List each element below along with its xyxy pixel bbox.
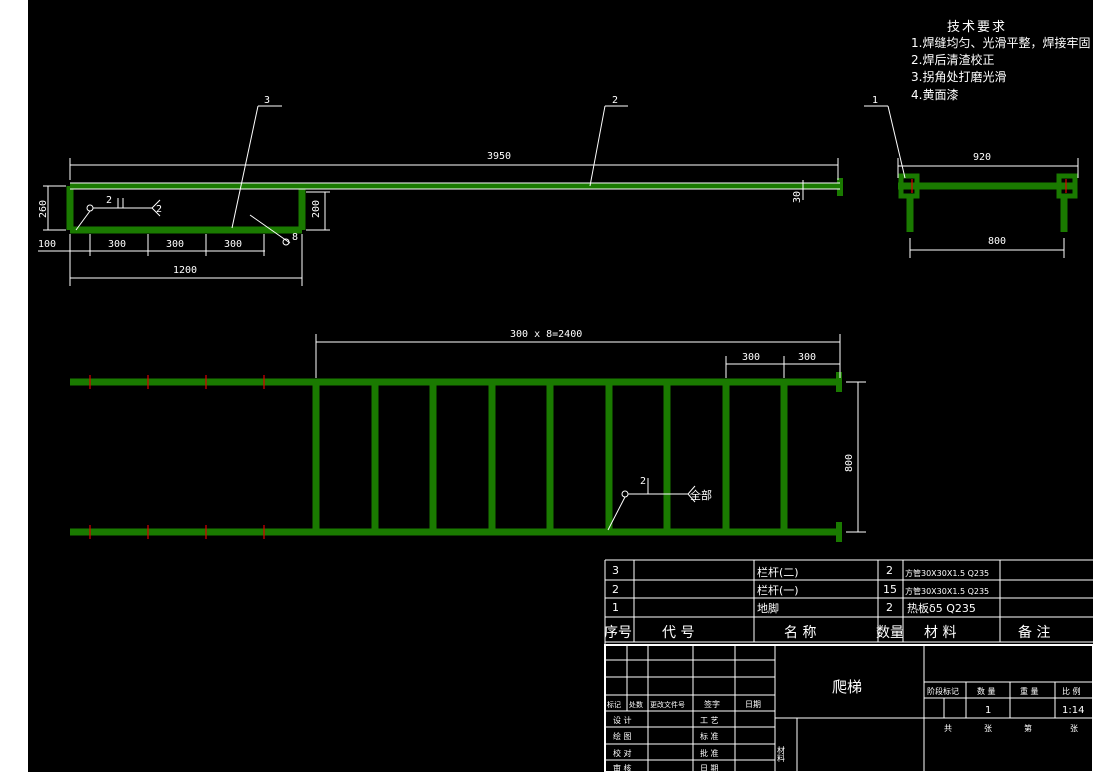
svg-text:阶段标记: 阶段标记 xyxy=(927,686,959,696)
svg-text:更改文件号: 更改文件号 xyxy=(650,700,685,709)
bom-row1-material: 热板δ5 Q235 xyxy=(907,601,976,615)
svg-text:张: 张 xyxy=(984,724,992,733)
tech-requirements-title: 技术要求 xyxy=(947,20,1008,35)
svg-text:比 例: 比 例 xyxy=(1062,686,1081,696)
bom-header-qty: 数量 xyxy=(876,625,904,641)
top-elevation-view: 3950 260 200 30 100 300 300 300 1200 3 xyxy=(38,95,843,286)
scale-value: 1:14 xyxy=(1062,705,1084,716)
callout-3: 3 xyxy=(264,95,270,106)
bom-header-note: 备 注 xyxy=(1018,624,1050,641)
dim-rung-spacing: 300 x 8=2400 xyxy=(510,329,582,340)
dim-1200: 1200 xyxy=(173,265,197,276)
tech-req-4: 4.黄面漆 xyxy=(911,88,959,102)
bom-row3-no: 3 xyxy=(612,564,619,577)
bom-row2-material: 方管30X30X1.5 Q235 xyxy=(905,586,989,596)
weld-symbol-bottom: 2 全部 xyxy=(607,476,712,531)
tech-req-1: 1.焊缝均匀、光滑平整，焊接牢固 xyxy=(911,36,1091,50)
svg-text:数 量: 数 量 xyxy=(977,686,996,696)
dim-300-2: 300 xyxy=(166,239,184,250)
dim-920: 920 xyxy=(973,152,991,163)
weld-symbol-top: 2 2 xyxy=(75,195,162,231)
dia-mark: 8 xyxy=(292,232,298,243)
svg-text:标记: 标记 xyxy=(607,700,621,709)
svg-text:第: 第 xyxy=(1024,723,1032,733)
svg-text:标 准: 标 准 xyxy=(700,731,719,741)
svg-text:重 量: 重 量 xyxy=(1020,686,1039,696)
dim-100: 100 xyxy=(38,239,56,250)
dim-800-side: 800 xyxy=(988,236,1006,247)
dim-rung-300a: 300 xyxy=(742,352,760,363)
bom-row2-no: 2 xyxy=(612,583,619,596)
left-border-bar xyxy=(0,0,28,778)
svg-text:工 艺: 工 艺 xyxy=(700,716,719,725)
bottom-border-bar xyxy=(0,772,1093,778)
quantity-value: 1 xyxy=(985,705,991,716)
dim-300-1: 300 xyxy=(108,239,126,250)
bom-header-material: 材 料 xyxy=(924,625,956,641)
svg-text:2: 2 xyxy=(640,476,646,487)
bom-row3-material: 方管30X30X1.5 Q235 xyxy=(905,568,989,578)
bom-header-no: 序号 xyxy=(604,625,632,641)
drawing-title: 爬梯 xyxy=(832,678,862,696)
dim-rung-300b: 300 xyxy=(798,352,816,363)
bom-header-name: 名 称 xyxy=(784,625,816,641)
dim-300-3: 300 xyxy=(224,239,242,250)
dim-800-ladder: 800 xyxy=(844,454,855,472)
svg-text:处数: 处数 xyxy=(629,700,643,709)
svg-text:校 对: 校 对 xyxy=(613,748,632,758)
svg-text:批 准: 批 准 xyxy=(700,748,719,758)
dim-260: 260 xyxy=(38,200,49,218)
tech-req-3: 3.拐角处打磨光滑 xyxy=(911,70,1007,84)
callout-1: 1 xyxy=(872,95,878,106)
end-plate xyxy=(837,178,843,196)
bom-row3-name: 栏杆(二) xyxy=(757,565,799,579)
bom-row1-qty: 2 xyxy=(886,601,893,614)
ladder-plan-view: 300 x 8=2400 300 300 800 2 全部 xyxy=(70,329,866,542)
svg-text:审 核: 审 核 xyxy=(613,763,632,773)
svg-text:设 计: 设 计 xyxy=(613,715,632,725)
bom-row1-no: 1 xyxy=(612,601,619,614)
svg-text:材料: 材料 xyxy=(777,745,786,763)
bom-row2-qty: 15 xyxy=(883,583,897,596)
svg-text:日期: 日期 xyxy=(745,700,761,709)
bom-row2-name: 栏杆(一) xyxy=(757,583,799,597)
dim-30: 30 xyxy=(792,191,803,203)
dim-200: 200 xyxy=(311,200,322,218)
svg-text:2: 2 xyxy=(156,204,162,215)
svg-text:共: 共 xyxy=(944,724,952,733)
svg-text:张: 张 xyxy=(1070,724,1078,733)
svg-text:日 期: 日 期 xyxy=(700,764,719,773)
svg-text:全部: 全部 xyxy=(690,488,712,502)
bill-of-materials: 3 栏杆(二) 2 方管30X30X1.5 Q235 2 栏杆(一) 15 方管… xyxy=(604,559,1093,772)
dim-3950: 3950 xyxy=(487,151,511,162)
svg-text:签字: 签字 xyxy=(704,699,720,709)
svg-text:2: 2 xyxy=(106,195,112,206)
tech-req-2: 2.焊后清渣校正 xyxy=(911,53,995,67)
svg-text:绘 图: 绘 图 xyxy=(613,731,632,741)
callout-2: 2 xyxy=(612,95,618,106)
end-view: 920 800 1 xyxy=(864,95,1079,258)
bom-row1-name: 地脚 xyxy=(757,601,779,615)
title-block: 爬梯 标记 处数 更改文件号 签字 日期 设 计 绘 图 校 对 审 核 工 艺… xyxy=(604,644,1093,773)
bom-row3-qty: 2 xyxy=(886,564,893,577)
ladder-rungs xyxy=(312,382,788,532)
bom-header-code: 代 号 xyxy=(662,625,694,641)
